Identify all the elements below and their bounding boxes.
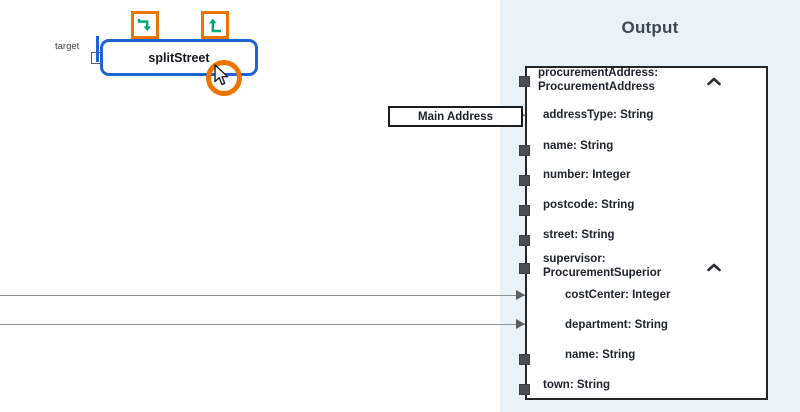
output-field-row[interactable]: town: String (525, 378, 768, 392)
mouse-cursor-icon (214, 64, 232, 88)
output-field-port[interactable] (519, 263, 530, 274)
output-field-label: department: String (565, 319, 668, 331)
output-field-port[interactable] (519, 235, 530, 246)
edge-label-main-address[interactable]: Main Address (388, 106, 523, 127)
incoming-wire-department-arrowhead (516, 319, 525, 329)
output-field-row[interactable]: postcode: String (525, 198, 768, 212)
output-field-label: addressType: String (543, 109, 654, 121)
output-field-label: procurementAddress: (538, 67, 659, 79)
output-field-port[interactable] (519, 175, 530, 186)
output-field-port[interactable] (519, 384, 530, 395)
arrow-down-right-icon (137, 17, 153, 33)
output-field-row[interactable]: costCenter: Integer (525, 288, 768, 302)
output-structure-box (525, 66, 768, 400)
output-field-label: supervisor: (543, 253, 606, 265)
output-field-row[interactable]: number: Integer (525, 168, 768, 182)
output-field-label: street: String (543, 229, 615, 241)
output-field-label: name: String (543, 140, 614, 152)
node-inlet-connector (96, 36, 109, 62)
output-field-row[interactable]: name: String (525, 348, 768, 362)
output-field-port[interactable] (519, 76, 530, 87)
output-field-type: ProcurementAddress (538, 81, 655, 93)
target-port-label: target (55, 41, 80, 52)
chevron-up-icon[interactable] (705, 74, 723, 88)
output-panel-title: Output (621, 18, 679, 37)
output-field-port[interactable] (519, 145, 530, 156)
arrow-down-right-icon-button[interactable] (131, 11, 159, 39)
output-field-port[interactable] (519, 354, 530, 365)
output-field-row[interactable]: name: String (525, 139, 768, 153)
node-splitstreet[interactable]: splitStreet (100, 39, 258, 76)
output-field-row[interactable]: street: String (525, 228, 768, 242)
output-field-label: name: String (565, 349, 636, 361)
output-field-port[interactable] (519, 205, 530, 216)
output-field-row[interactable]: supervisor: ProcurementSuperior (525, 252, 768, 280)
output-field-row[interactable]: procurementAddress: ProcurementAddress (525, 66, 768, 94)
node-splitstreet-label: splitStreet (148, 50, 210, 65)
chevron-up-icon[interactable] (705, 260, 723, 274)
arrow-up-right-icon (207, 17, 223, 33)
incoming-wire-department (0, 324, 528, 325)
output-field-label: postcode: String (543, 199, 635, 211)
output-field-label: number: Integer (543, 169, 631, 181)
cursor-focus-ring (206, 60, 242, 96)
output-field-label: costCenter: Integer (565, 289, 671, 301)
incoming-wire-costcenter-arrowhead (516, 290, 525, 300)
output-field-row[interactable]: department: String (525, 318, 768, 332)
output-field-label: town: String (543, 379, 611, 391)
incoming-wire-costcenter (0, 295, 528, 296)
output-field-row[interactable]: addressType: String (525, 108, 768, 122)
output-field-type: ProcurementSuperior (543, 267, 662, 279)
arrow-up-right-icon-button[interactable] (201, 11, 229, 39)
